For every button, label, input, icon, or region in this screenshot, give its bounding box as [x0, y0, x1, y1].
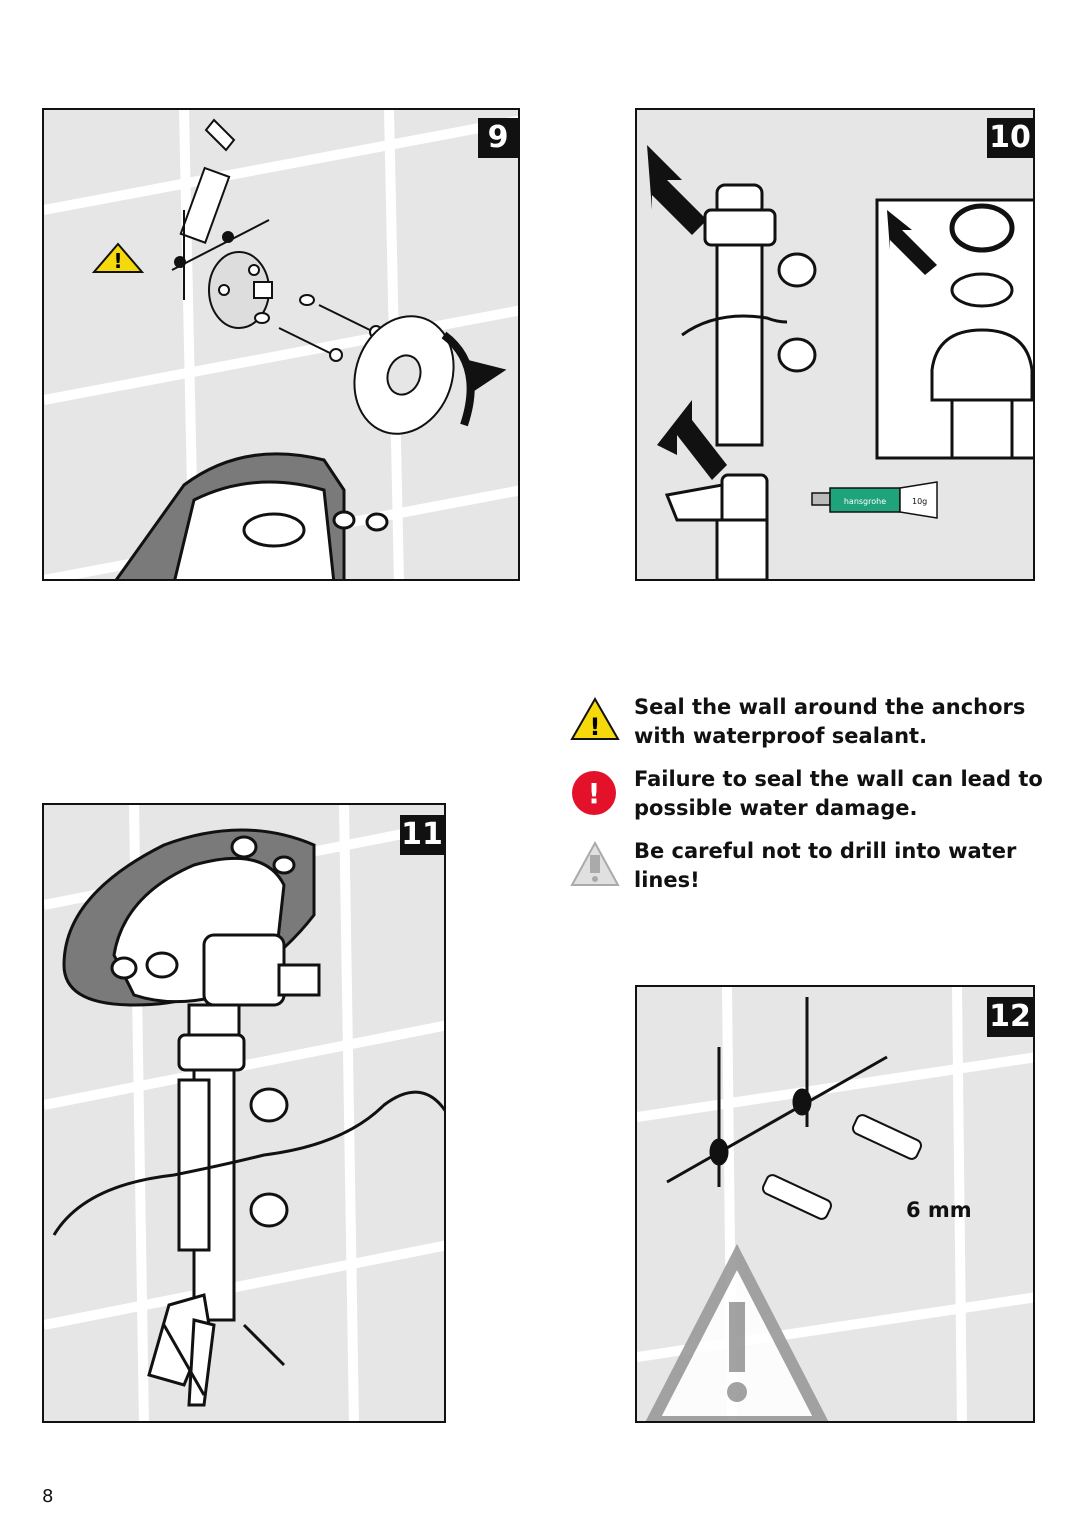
step-9-panel: ! — [42, 108, 520, 581]
step-number-9: 9 — [478, 118, 518, 158]
step-9-illustration: ! — [44, 110, 518, 579]
grease-tube: hansgrohe 10g — [811, 481, 938, 519]
warning-triangle-icon: ! — [91, 242, 145, 273]
tube-size-label: 10g — [912, 497, 927, 506]
exclamation-circle-icon: ! — [570, 769, 620, 823]
note-drilling: Be careful not to drill into water lines… — [566, 837, 1056, 895]
tube-brand-label: hansgrohe — [844, 497, 886, 506]
step-10-illustration: hansgrohe 10g — [647, 145, 1033, 579]
warning-triangle-icon: ! — [570, 696, 620, 745]
step-12-panel: 12 — [635, 985, 1035, 1423]
svg-text:!: ! — [113, 249, 122, 273]
note-water-damage: ! Failure to seal the wall can lead to p… — [566, 765, 1056, 823]
step-11-panel: 11 — [42, 803, 446, 1423]
step-number-11: 11 — [400, 815, 444, 855]
page-number: 8 — [42, 1486, 54, 1507]
drill-size-label: 6 mm — [906, 1198, 972, 1222]
drill-danger-triangle — [645, 1243, 829, 1421]
note-drilling-text: Be careful not to drill into water lines… — [634, 839, 1017, 892]
step-12-illustration — [637, 987, 1033, 1421]
safety-notes: ! Seal the wall around the anchors with … — [566, 693, 1056, 909]
svg-text:!: ! — [588, 777, 601, 810]
step-number-10: 10 — [987, 118, 1033, 158]
step-10-panel: hansgrohe 10g 10 — [635, 108, 1035, 581]
step-11-illustration — [44, 805, 444, 1421]
note-water-damage-text: Failure to seal the wall can lead to pos… — [634, 767, 1043, 820]
note-sealant: ! Seal the wall around the anchors with … — [566, 693, 1056, 751]
drill-warning-icon — [570, 840, 620, 891]
step-number-12: 12 — [987, 997, 1033, 1037]
note-sealant-text: Seal the wall around the anchors with wa… — [634, 695, 1026, 748]
svg-text:!: ! — [590, 713, 601, 741]
